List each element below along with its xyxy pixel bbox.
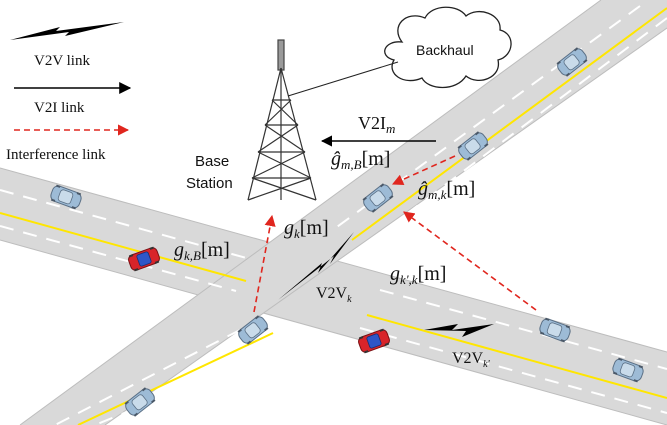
backhaul-label: Backhaul	[416, 42, 474, 58]
base-station-label-line2: Station	[186, 175, 233, 192]
label-v2v-k: V2Vk	[316, 285, 352, 305]
v2v-link-kprime-icon	[424, 324, 494, 337]
backhaul-cloud-icon	[384, 6, 512, 89]
interference-vm-to-vk	[391, 155, 456, 185]
label-g-k-B: gk,B[m]	[174, 239, 230, 263]
legend-v2i-label: V2I link	[34, 100, 85, 116]
label-g-kprime-k: gk',k[m]	[390, 263, 447, 287]
legend-v2v-label: V2V link	[34, 53, 90, 69]
base-station-tower-icon	[247, 39, 317, 201]
label-v2i-m: V2Im	[358, 113, 396, 136]
label-g-hat-m-B: ĝm,B[m]	[331, 148, 391, 172]
base-station-label-line1: Base	[195, 153, 230, 170]
lane-markings-horizontal	[0, 189, 667, 414]
backhaul-link	[287, 61, 399, 97]
label-g-k: gk[m]	[284, 217, 329, 241]
label-v2v-kprime: V2Vk'	[452, 350, 490, 370]
legend-v2v-icon	[10, 22, 124, 40]
label-g-hat-m-k: ĝm,k[m]	[418, 178, 476, 202]
interference-vkprime-to-vk	[403, 211, 537, 311]
interference-vk-to-bs	[253, 214, 276, 313]
road-diagonal	[19, 0, 667, 425]
legend-interference-label: Interference link	[6, 147, 106, 163]
